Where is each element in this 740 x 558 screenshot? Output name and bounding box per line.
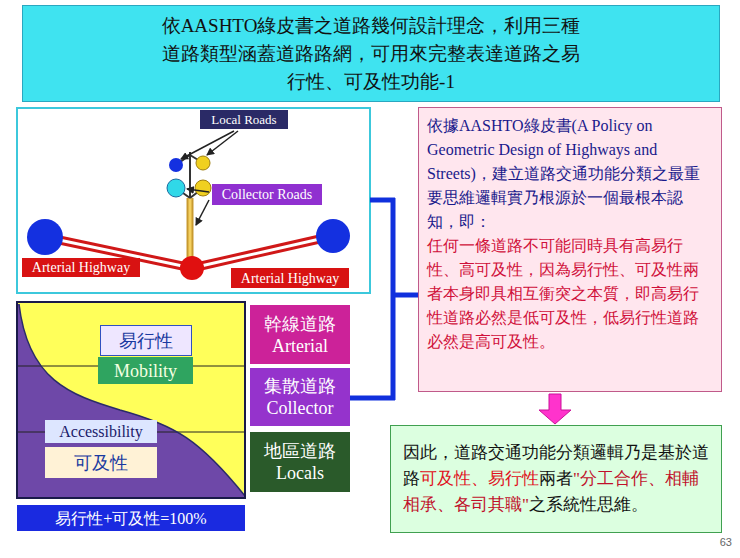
road-label: Collector Roads <box>212 184 322 205</box>
node-text: 地區道路 <box>264 440 336 462</box>
class-box: 幹線道路Arterial <box>250 305 350 364</box>
node-text: 幹線道路 <box>264 313 336 335</box>
node-text: 依據AASHTO綠皮書(A Policy on Geometric Design… <box>427 114 713 234</box>
node-text: 集散道路 <box>264 375 336 397</box>
node-text: Locals <box>276 462 324 484</box>
mobility-accessibility-chart <box>17 302 245 498</box>
node-text: 可及性 <box>74 452 128 474</box>
node-text: 易行性+可及性=100% <box>55 509 206 528</box>
conclusion-box: 因此，道路交通功能分類邏輯乃是基於道路可及性、易行性兩者"分工合作、相輔相承、各… <box>390 425 722 533</box>
flow-arrow <box>539 394 571 424</box>
node-text: 任何一條道路不可能同時具有高易行性、高可及性，因為易行性、可及性兩者本身即具相互… <box>427 234 713 354</box>
node-text: Arterial <box>272 335 328 357</box>
node-text: Arterial Highway <box>32 259 130 276</box>
chart-label: 可及性 <box>45 447 157 478</box>
illustration-panel <box>17 108 370 293</box>
class-box: 地區道路Locals <box>250 432 350 492</box>
leader-lines <box>181 131 238 225</box>
node-text: 可及性、易行性 <box>420 469 539 488</box>
road-network <box>27 152 350 280</box>
node-text: 之系統性思維。 <box>529 495 648 514</box>
statement-box: 依據AASHTO綠皮書(A Policy on Geometric Design… <box>418 107 722 392</box>
node-text: Local Roads <box>211 112 276 128</box>
node-text: Collector <box>267 397 334 419</box>
arrow-shape <box>539 394 571 424</box>
road-label: Local Roads <box>200 110 288 129</box>
class-box: 集散道路Collector <box>250 368 350 426</box>
page-number: 63 <box>720 536 732 548</box>
chart-label: Accessibility <box>45 420 157 443</box>
node-text: Collector Roads <box>222 186 313 203</box>
node-text: 兩者 <box>539 469 573 488</box>
chart-label: 易行性 <box>100 325 192 356</box>
text-flow: 因此，道路交通功能分類邏輯乃是基於道路可及性、易行性兩者"分工合作、相輔相承、各… <box>403 440 709 518</box>
bracket <box>350 198 418 400</box>
node-text: 易行性 <box>119 330 173 352</box>
road-label: Arterial Highway <box>231 268 349 288</box>
road-label: Arterial Highway <box>22 258 140 277</box>
chart-label: Mobility <box>98 357 193 384</box>
node-text: Accessibility <box>59 422 143 441</box>
node-text: Arterial Highway <box>241 270 339 287</box>
title-text: 依AASHTO綠皮書之道路幾何設計理念，利用三種道路類型涵蓋道路路網，可用來完整… <box>161 12 581 96</box>
node-text: Mobility <box>114 360 177 382</box>
sum-box: 易行性+可及性=100% <box>17 505 245 531</box>
title-box: 依AASHTO綠皮書之道路幾何設計理念，利用三種道路類型涵蓋道路路網，可用來完整… <box>22 5 720 102</box>
